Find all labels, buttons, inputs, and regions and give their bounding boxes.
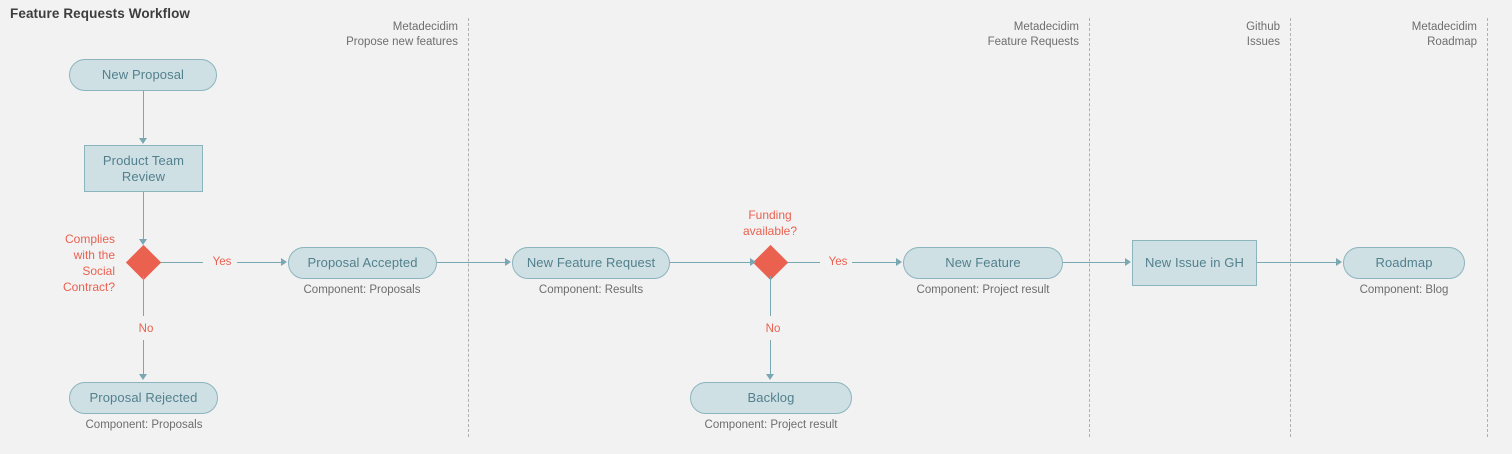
lane-label-line2: Roadmap [1427, 36, 1477, 48]
edge-social-no-arrow [139, 374, 147, 380]
lane-label-line1: Metadecidim [1013, 21, 1079, 33]
edge-social-yes-arrow [281, 258, 287, 266]
decision-funding-label: Funding available? [710, 207, 830, 239]
edge-issue-to-roadmap-line [1257, 262, 1337, 264]
edge-funding-yes-line-b [852, 262, 897, 264]
edge-funding-yes-arrow [896, 258, 902, 266]
lane-label-line2: Feature Requests [987, 36, 1079, 48]
node-label: New Feature [945, 255, 1021, 270]
edge-review-to-decision-line [143, 192, 145, 239]
node-label: Backlog [747, 390, 795, 405]
node-product-team-review[interactable]: Product Team Review [84, 145, 203, 192]
edge-label-funding-yes: Yes [820, 256, 856, 268]
lane-label-github-issues: Github Issues [1080, 20, 1280, 50]
node-label: New Proposal [101, 67, 185, 82]
lane-divider-4 [1487, 18, 1488, 437]
caption-proposal-rejected: Component: Proposals [85, 419, 203, 431]
decision-label-line: Contract? [62, 280, 115, 294]
decision-label-line: available? [742, 224, 798, 238]
edge-label-social-yes: Yes [203, 256, 241, 268]
node-new-issue-in-gh[interactable]: New Issue in GH [1132, 240, 1257, 286]
node-label: Roadmap [1375, 255, 1433, 270]
decision-social-contract-label: Complies with the Social Contract? [0, 231, 115, 295]
lane-divider-3 [1290, 18, 1291, 437]
caption-proposal-accepted: Component: Proposals [303, 284, 421, 296]
caption-roadmap: Component: Blog [1359, 284, 1449, 296]
node-new-feature-request[interactable]: New Feature Request [512, 247, 670, 279]
edge-proposal-to-review-arrow [139, 138, 147, 144]
edge-social-no-line-a [143, 276, 145, 316]
node-label: New Feature Request [526, 255, 656, 270]
node-proposal-accepted[interactable]: Proposal Accepted [288, 247, 437, 279]
edge-social-yes-line-b [237, 262, 282, 264]
decision-label-line: with the [73, 248, 115, 262]
edge-funding-no-line-a [770, 276, 772, 316]
lane-label-propose-new-features: Metadecidim Propose new features [258, 20, 458, 50]
caption-new-feature: Component: Project result [916, 284, 1050, 296]
edge-request-to-funding-arrow [750, 258, 756, 266]
edge-request-to-funding-line [670, 262, 751, 264]
node-label: New Issue in GH [1144, 255, 1245, 270]
decision-label-line: Complies [64, 232, 115, 246]
decision-label-line: Funding [748, 208, 792, 222]
node-label: Proposal Accepted [307, 255, 418, 270]
edge-label-social-no: No [128, 323, 164, 335]
node-new-proposal[interactable]: New Proposal [69, 59, 217, 91]
edge-funding-no-arrow [766, 374, 774, 380]
node-proposal-rejected[interactable]: Proposal Rejected [69, 382, 218, 414]
lane-divider-2 [1089, 18, 1090, 437]
page-title: Feature Requests Workflow [10, 6, 191, 21]
caption-backlog: Component: Project result [704, 419, 838, 431]
edge-funding-yes-line-a [788, 262, 820, 264]
edge-funding-no-line-b [770, 340, 772, 374]
node-label: Proposal Rejected [89, 390, 198, 405]
lane-label-line1: Metadecidim [1411, 21, 1477, 33]
caption-new-feature-request: Component: Results [538, 284, 644, 296]
lane-label-line1: Metadecidim [392, 21, 458, 33]
node-new-feature[interactable]: New Feature [903, 247, 1063, 279]
lane-divider-1 [468, 18, 469, 437]
edge-review-to-decision-arrow [139, 239, 147, 245]
decision-funding-diamond[interactable] [752, 244, 789, 281]
lane-label-line2: Issues [1246, 36, 1280, 48]
decision-label-line: Social [82, 264, 115, 278]
lane-label-line1: Github [1246, 21, 1280, 33]
decision-social-contract-diamond[interactable] [125, 244, 162, 281]
edge-social-no-line-b [143, 340, 145, 374]
edge-issue-to-roadmap-arrow [1336, 258, 1342, 266]
lane-label-metadecidim-roadmap: Metadecidim Roadmap [1277, 20, 1477, 50]
lane-label-line2: Propose new features [346, 36, 458, 48]
edge-feature-to-issue-line [1063, 262, 1126, 264]
edge-accepted-to-request-line [437, 262, 505, 264]
edge-social-yes-line-a [161, 262, 203, 264]
node-label: Product Team Review [102, 152, 185, 184]
edge-accepted-to-request-arrow [505, 258, 511, 266]
node-roadmap[interactable]: Roadmap [1343, 247, 1465, 279]
edge-feature-to-issue-arrow [1125, 258, 1131, 266]
node-backlog[interactable]: Backlog [690, 382, 852, 414]
edge-label-funding-no: No [755, 323, 791, 335]
lane-label-feature-requests: Metadecidim Feature Requests [879, 20, 1079, 50]
edge-proposal-to-review-line [143, 91, 145, 138]
